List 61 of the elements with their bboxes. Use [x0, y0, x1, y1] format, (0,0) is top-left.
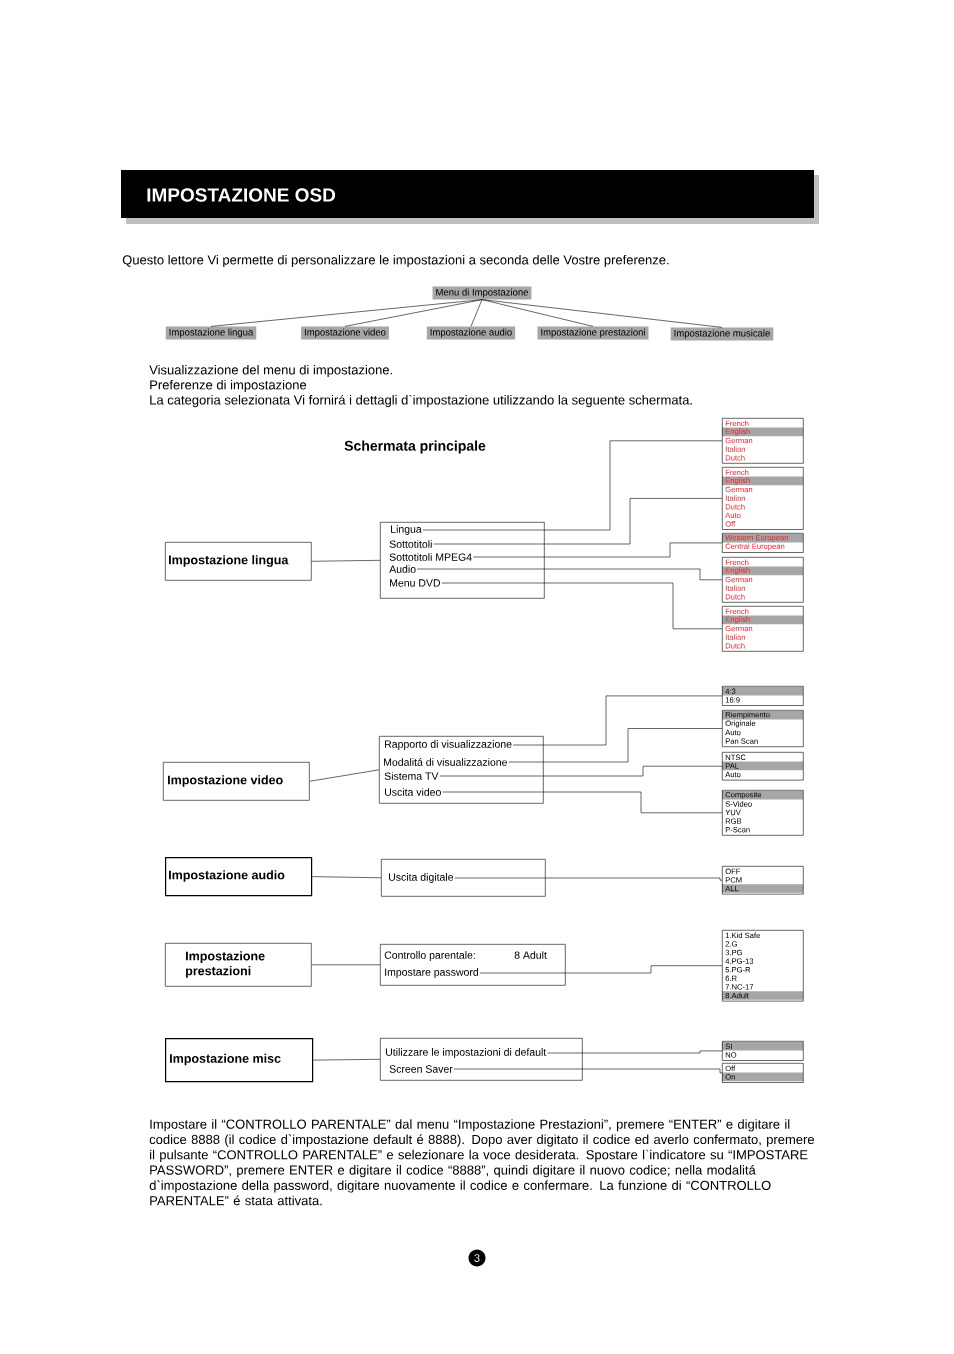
section-box: Impostazione prestazioni: [165, 943, 312, 987]
menu-tab: Menu di Impostazione: [432, 286, 532, 300]
connector-line: [311, 876, 382, 879]
menu-item: Uscita video: [385, 788, 441, 796]
menu-item: Screen Saver: [389, 1065, 453, 1073]
menu-item: Lingua: [391, 525, 422, 535]
menu-item: Uscita digitale: [389, 873, 454, 883]
page-number: 3: [468, 1249, 486, 1267]
menu-item: Utilizzare le impostazioni di default: [386, 1048, 547, 1058]
title-bar: IMPOSTAZIONE OSD: [121, 170, 819, 224]
section-box: Impostazione lingua: [165, 542, 312, 581]
connector-line: [479, 965, 723, 974]
connector-line: [309, 769, 380, 782]
menu-item: Impostare password: [385, 968, 479, 978]
description-text: La categoria selezionata Vi fornirá i dettagli d`impostazione utilizzando la seguente schermata.: [150, 394, 692, 408]
menu-box: [380, 522, 545, 599]
menu-item: Audio: [389, 565, 416, 573]
menu-item: Menu DVD: [390, 579, 441, 587]
section-box: Impostazione misc: [165, 1038, 314, 1083]
menu-item: Controllo parentale:: [384, 951, 475, 961]
connector-line: [422, 440, 723, 531]
menu-tab: Impostazione audio: [426, 326, 516, 340]
tree-line: [470, 299, 483, 327]
intro-text: Questo lettore Vi permette di personalizzare le impostazioni a seconda delle Vostre preferenze.: [122, 254, 669, 268]
description-text: Visualizzazione del menu di impostazione.: [149, 364, 392, 378]
connector-line: [472, 542, 723, 558]
section-heading: Schermata principale: [344, 440, 486, 454]
connector-line: [439, 765, 723, 777]
connector-line: [311, 560, 381, 562]
menu-item: Sottotitoli: [389, 540, 432, 548]
connector-line: [547, 1050, 723, 1054]
instruction-paragraph: Impostare il “CONTROLLO PARENTALE” dal menu “Impostazione Prestazioni”, premere “ENTER” e digitare il codice 8888 (il codice d`impostazione default é 8888). Dopo aver digitato il codice ed averlo confermato, premere il pulsante “CONTROLLO PARENTALE” e selezionare la voce desiderata. Spostare l`indicatore su “IMPOSTARE PASSWORD”, premere ENTER e digitare il codice “8888”, quindi digitare il nuovo codice; nella modalitá d`impostazione della password, digitare nuovamente il codice e confermare. La funzione di “CONTROLLO PARENTALE” é stata attivata.: [149, 1119, 814, 1206]
connector-line: [441, 582, 723, 630]
connector-line: [453, 1068, 723, 1074]
menu-item: Modalitá di visualizzazione: [384, 758, 507, 766]
connector-line: [312, 1059, 381, 1061]
section-box: Impostazione audio: [165, 857, 313, 897]
menu-tab: Impostazione lingua: [165, 326, 257, 340]
menu-box: [380, 944, 566, 986]
menu-box: [380, 1038, 583, 1081]
menu-tab: Impostazione musicale: [670, 327, 774, 341]
connector-line: [442, 791, 723, 814]
connector-line: [512, 695, 723, 746]
menu-box: [379, 736, 544, 804]
connector-line: [311, 964, 381, 966]
section-box: Impostazione video: [163, 762, 310, 801]
tree-line: [481, 299, 723, 328]
connector-line: [454, 877, 723, 881]
menu-item: Sistema TV: [384, 772, 439, 780]
connector-line: [508, 728, 723, 763]
menu-box: [381, 859, 546, 897]
tree-line: [344, 299, 483, 327]
connector-line: [416, 568, 723, 581]
connector-line: [433, 498, 723, 545]
setting-value: 8 Adult: [514, 951, 547, 959]
description-text: Preferenze di impostazione: [150, 379, 307, 393]
tree-line: [481, 299, 594, 327]
menu-tab: Impostazione video: [301, 326, 389, 340]
menu-item: Rapporto di visualizzazione: [385, 740, 512, 750]
menu-tab: Impostazione prestazioni: [537, 326, 649, 340]
menu-item: Sottotitoli MPEG4: [389, 553, 472, 561]
